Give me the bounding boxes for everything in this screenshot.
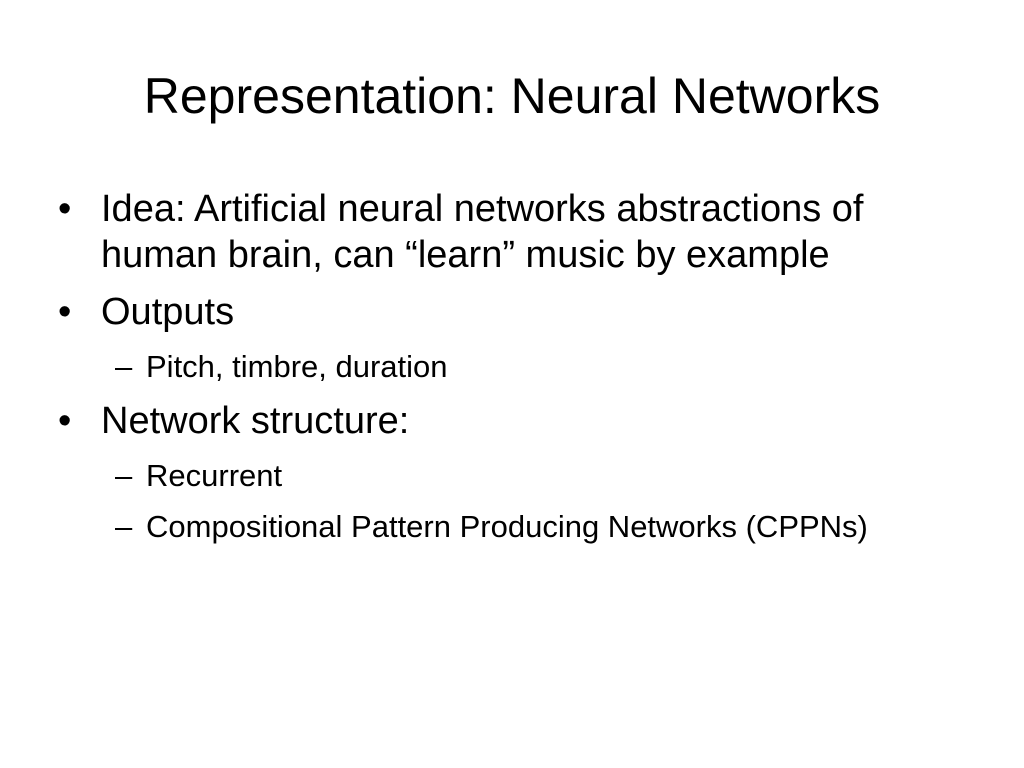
bullet-list: • Idea: Artificial neural networks abstr… xyxy=(58,186,978,558)
sub-bullet-text: Pitch, timbre, duration xyxy=(146,349,448,384)
bullet-text: Outputs xyxy=(101,291,235,333)
bullet-text: Network structure: xyxy=(101,400,410,442)
bullet-marker: • xyxy=(58,188,72,230)
sub-bullet-item: – Compositional Pattern Producing Networ… xyxy=(58,507,978,546)
sub-bullet-list-outputs: – Pitch, timbre, duration xyxy=(58,347,978,386)
sub-bullet-marker: – xyxy=(115,509,133,544)
bullet-marker: • xyxy=(58,400,72,442)
bullet-marker: • xyxy=(58,291,72,333)
sub-bullet-marker: – xyxy=(115,349,133,384)
sub-bullet-text: Compositional Pattern Producing Networks… xyxy=(146,509,868,544)
sub-bullet-item: – Recurrent xyxy=(58,456,978,495)
sub-bullet-marker: – xyxy=(115,458,133,493)
sub-bullet-list-network-structure: – Recurrent – Compositional Pattern Prod… xyxy=(58,456,978,546)
sub-bullet-text: Recurrent xyxy=(146,458,283,493)
bullet-item-network-structure: • Network structure: xyxy=(58,398,978,444)
bullet-item-idea: • Idea: Artificial neural networks abstr… xyxy=(58,186,978,278)
bullet-item-outputs: • Outputs xyxy=(58,289,978,335)
bullet-text: Idea: Artificial neural networks abstrac… xyxy=(101,188,864,276)
slide-title: Representation: Neural Networks xyxy=(143,68,881,124)
sub-bullet-item: – Pitch, timbre, duration xyxy=(58,347,978,386)
